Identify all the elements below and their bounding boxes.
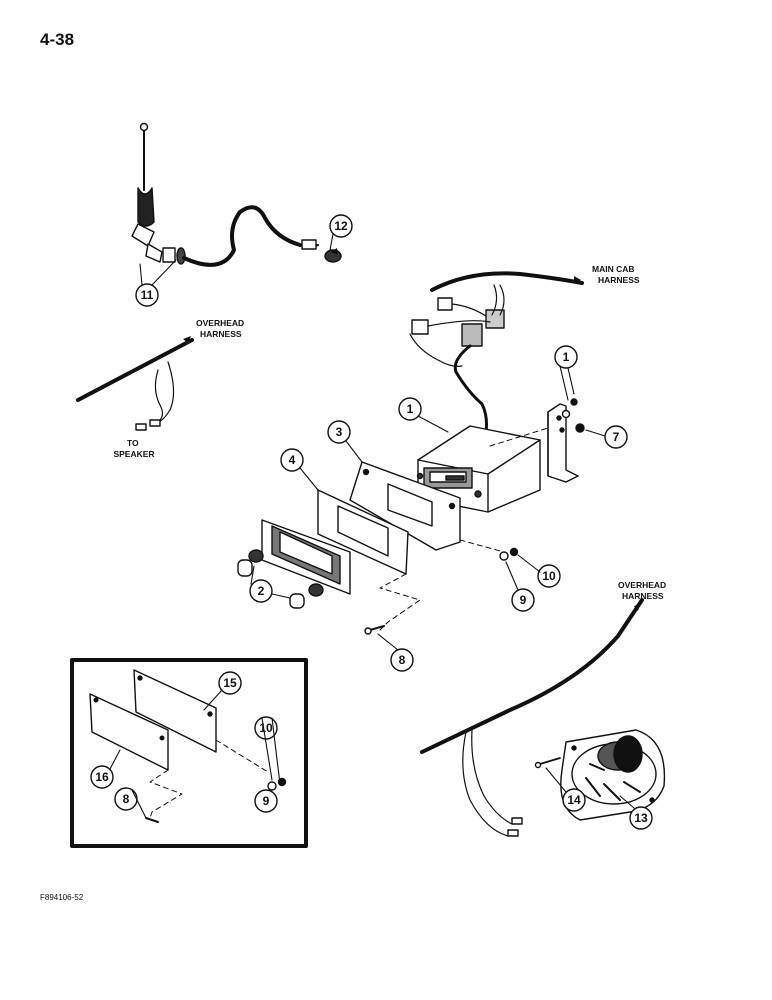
callout-1-radio: 1 — [407, 402, 414, 416]
callout-11: 11 — [141, 288, 154, 302]
figure-code: F894106-52 — [40, 893, 84, 902]
callout-15: 15 — [223, 676, 237, 690]
speaker — [560, 729, 666, 821]
callout-circles — [90, 214, 653, 830]
page-number: 4-38 — [40, 30, 75, 49]
callout-9-inset: 9 — [263, 794, 270, 808]
overhead-harness-left — [76, 338, 194, 402]
callout-10-inset: 10 — [259, 721, 273, 735]
callout-14: 14 — [567, 793, 581, 807]
mounting-bracket — [547, 403, 579, 483]
overhead-harness-top-label: OVERHEAD HARNESS — [196, 318, 247, 339]
callout-numbers: 11 12 1 1 7 3 4 2 10 9 8 15 10 16 9 8 14… — [95, 219, 648, 825]
callout-4: 4 — [289, 453, 296, 467]
antenna-cable — [182, 205, 302, 267]
callout-3: 3 — [336, 425, 343, 439]
callout-9-main: 9 — [520, 593, 527, 607]
trim-bezel — [261, 519, 351, 595]
main-cab-harness — [430, 271, 584, 292]
inset-frame — [70, 658, 308, 848]
callout-2: 2 — [258, 584, 265, 598]
to-speaker-label: TO SPEAKER — [113, 438, 154, 459]
callout-leaders — [109, 233, 635, 819]
callout-16: 16 — [95, 770, 109, 784]
antenna — [131, 122, 186, 265]
main-cab-harness-label: MAIN CAB HARNESS — [592, 264, 640, 285]
harness-connectors — [411, 297, 505, 347]
callout-12: 12 — [334, 219, 348, 233]
callout-10-main: 10 — [542, 569, 556, 583]
knobs — [237, 549, 324, 609]
callout-7: 7 — [613, 430, 620, 444]
radio — [416, 425, 541, 513]
callout-13: 13 — [634, 811, 648, 825]
radio-harness — [453, 344, 488, 434]
callout-8-inset: 8 — [123, 792, 130, 806]
mounting-plate-3 — [349, 461, 461, 551]
callout-8-main: 8 — [399, 653, 406, 667]
overhead-harness-right-label: OVERHEAD HARNESS — [618, 580, 669, 601]
blank-plate-15 — [133, 669, 217, 753]
overhead-harness-right — [420, 598, 644, 754]
callout-1-bracket: 1 — [563, 350, 570, 364]
